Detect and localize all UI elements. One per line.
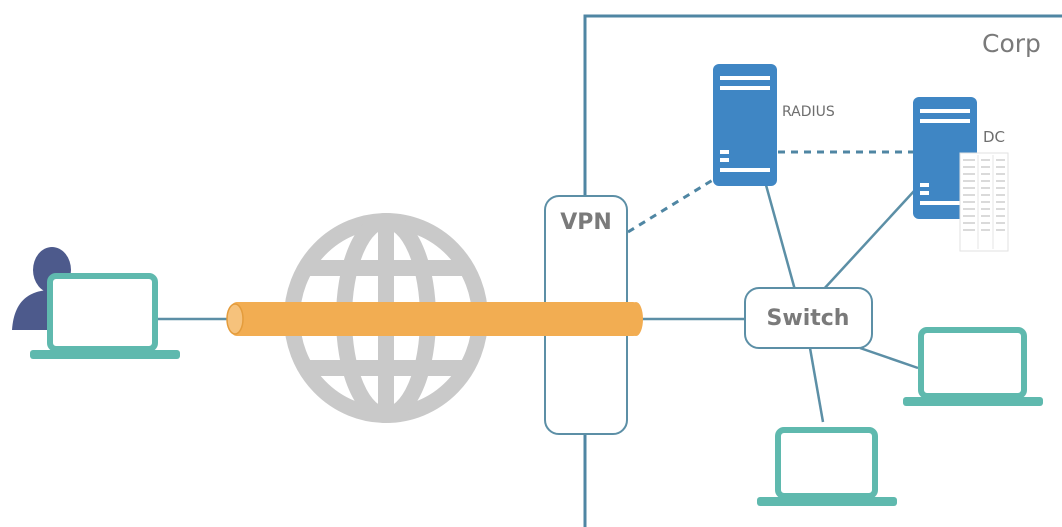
link-switch-to-dc — [822, 189, 916, 291]
globe-icon — [284, 213, 488, 423]
dashed-link-vpn-to-radius — [627, 176, 717, 234]
vpn-label: VPN — [560, 210, 612, 235]
link-switch-to-laptop-right — [859, 346, 919, 370]
remote-laptop-icon — [30, 273, 180, 359]
corp-laptop-right-icon — [903, 327, 1043, 406]
switch-node — [744, 287, 873, 349]
link-switch-to-radius — [764, 184, 797, 291]
switch-label: Switch — [767, 306, 850, 331]
vpn-tunnel — [226, 302, 643, 336]
auth-links — [627, 150, 916, 234]
link-switch-to-laptop-bottom — [808, 347, 825, 423]
radius-label: RADIUS — [782, 104, 835, 120]
network-links — [158, 184, 919, 423]
corp-laptop-bottom-icon — [757, 427, 897, 506]
radius-server-icon — [713, 64, 777, 186]
directory-sheet-icon — [959, 152, 1009, 252]
dc-label: DC — [983, 128, 1005, 146]
corp-label: Corp — [982, 29, 1041, 58]
